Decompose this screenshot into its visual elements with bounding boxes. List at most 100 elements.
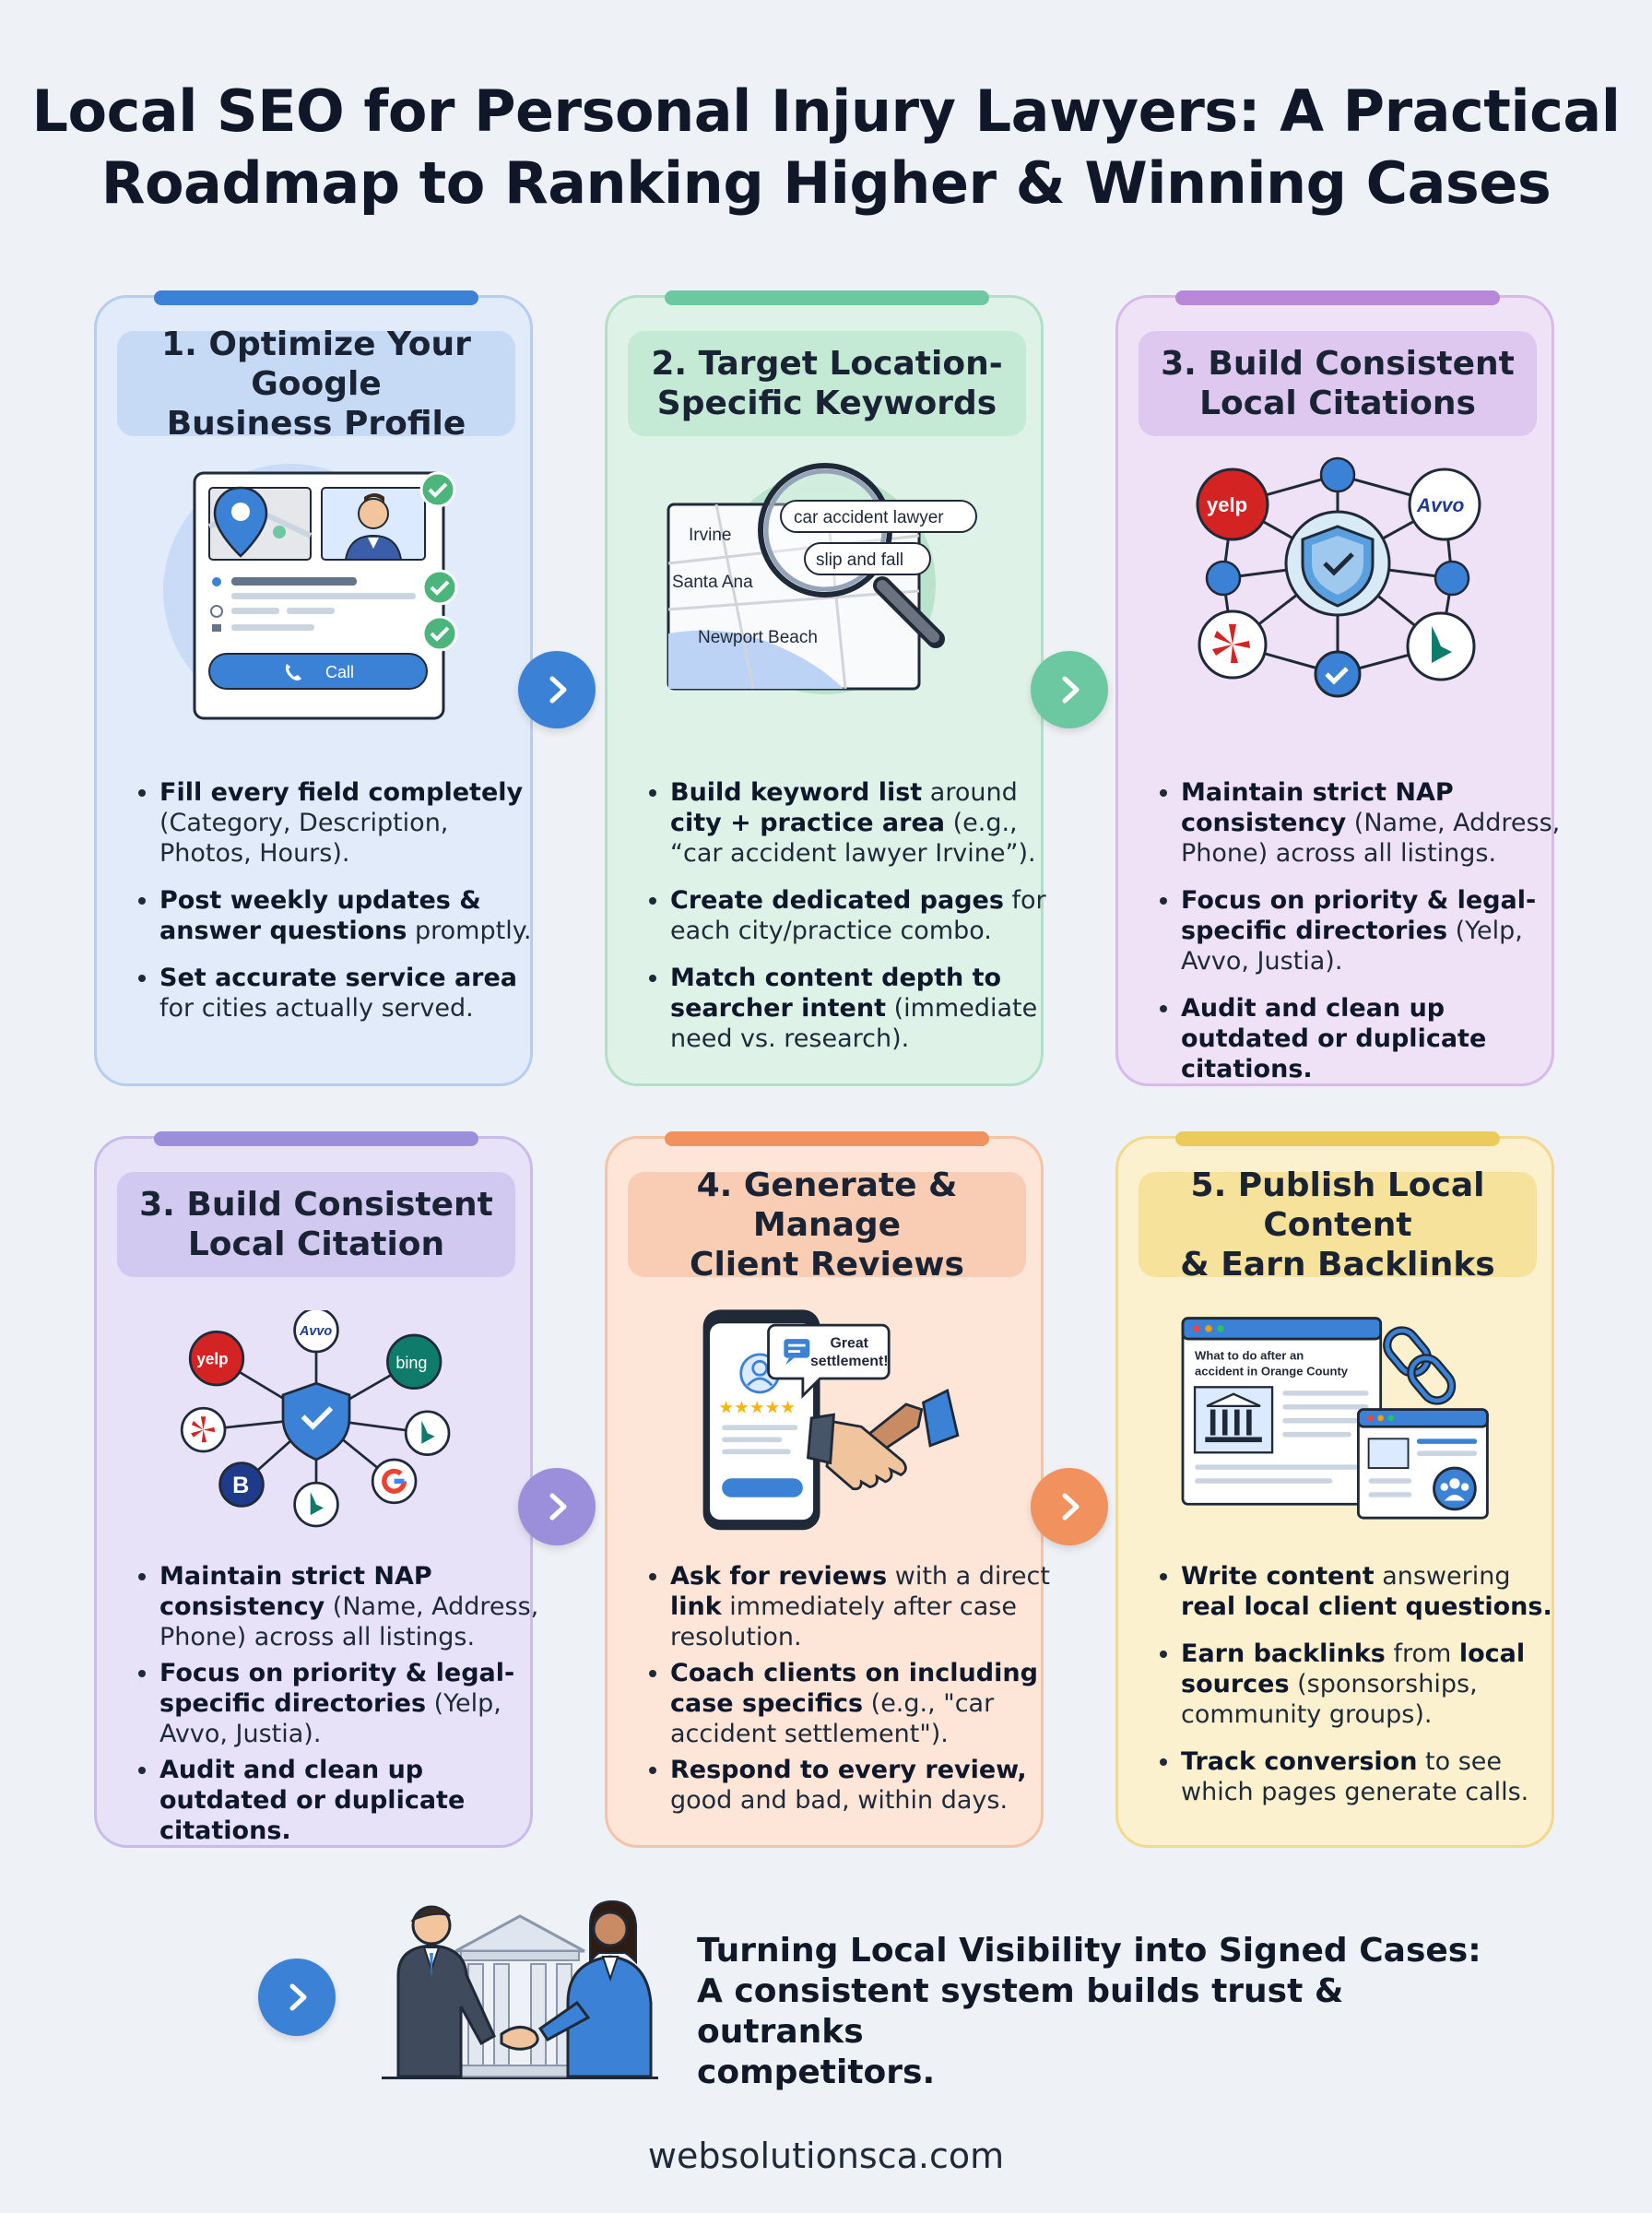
chevron-right-icon bbox=[549, 1493, 567, 1521]
bing-logo-icon bbox=[293, 1481, 339, 1528]
keyword-map-illustration: Irvine Santa Ana Newport Beach car accid… bbox=[667, 463, 977, 694]
article-title: What to do after an bbox=[1195, 1348, 1304, 1362]
svg-text:B: B bbox=[232, 1473, 249, 1498]
google-profile-illustration: Call bbox=[163, 464, 458, 720]
list-item: Audit and clean up outdated or duplicate… bbox=[159, 1755, 547, 1846]
local-content-illustration: What to do after an accident in Orange C… bbox=[1181, 1317, 1489, 1520]
chevron-right-icon bbox=[1062, 676, 1080, 704]
bullet-list: Maintain strict NAP consistency (Name, A… bbox=[124, 1561, 547, 1863]
list-item: Maintain strict NAP consistency (Name, A… bbox=[1181, 777, 1568, 869]
next-arrow-button[interactable] bbox=[1031, 1468, 1108, 1545]
list-item: Ask for reviews with a direct link immed… bbox=[670, 1561, 1057, 1652]
map-city-label: Santa Ana bbox=[672, 573, 753, 592]
svg-text:yelp: yelp bbox=[1207, 493, 1247, 516]
next-arrow-button[interactable] bbox=[518, 1468, 596, 1545]
yelp-logo-icon: yelp bbox=[188, 1331, 245, 1387]
citation-network-illustration: yelp Avvo bing B bbox=[180, 1310, 451, 1528]
card-accent-bar bbox=[154, 1131, 478, 1146]
bing-logo-icon bbox=[1406, 611, 1476, 681]
list-item: Respond to every review, good and bad, w… bbox=[670, 1755, 1057, 1816]
lawyer-figure bbox=[396, 1905, 496, 2078]
list-item: Focus on priority & legal-specific direc… bbox=[1181, 885, 1568, 976]
keyword-tag: car accident lawyer bbox=[794, 508, 944, 527]
bullet-list: Maintain strict NAP consistency (Name, A… bbox=[1146, 777, 1568, 1101]
link-icon bbox=[1383, 1326, 1457, 1405]
keyword-tag: slip and fall bbox=[816, 550, 903, 570]
step-card-keywords: 2. Target Location-Specific Keywords Irv… bbox=[605, 290, 1046, 1086]
article-title: accident in Orange County bbox=[1195, 1364, 1349, 1378]
check-circle-icon bbox=[421, 569, 458, 606]
list-item: Build keyword list around city + practic… bbox=[670, 777, 1057, 869]
handshake-icon bbox=[500, 2026, 539, 2051]
citation-network-illustration: yelp Avvo bbox=[1196, 456, 1481, 698]
avatar-icon bbox=[344, 493, 403, 561]
avvo-logo-icon: Avvo bbox=[1408, 467, 1481, 541]
shield-icon bbox=[281, 1381, 351, 1462]
list-item: Earn backlinks from local sources (spons… bbox=[1181, 1639, 1568, 1730]
list-item: Create dedicated pages for each city/pra… bbox=[670, 885, 1057, 946]
bullet-list: Write content answering real local clien… bbox=[1146, 1561, 1568, 1824]
next-arrow-button[interactable] bbox=[258, 1959, 336, 2036]
svg-text:Avvo: Avvo bbox=[1416, 495, 1465, 516]
google-logo-icon bbox=[371, 1458, 418, 1505]
card-heading: 5. Publish Local Content& Earn Backlinks bbox=[1139, 1166, 1537, 1284]
review-bubble-text: Great bbox=[831, 1335, 869, 1351]
client-review-illustration: ★★★★★ Great settlement! bbox=[702, 1309, 960, 1531]
map-city-label: Irvine bbox=[689, 526, 731, 545]
list-item: Match content depth to searcher intent (… bbox=[670, 963, 1057, 1054]
b-logo-icon: B bbox=[218, 1462, 265, 1508]
bullet-list: Build keyword list around city + practic… bbox=[635, 777, 1057, 1071]
card-accent-bar bbox=[1175, 1131, 1500, 1146]
svg-text:bing: bing bbox=[395, 1354, 427, 1372]
handshake-icon bbox=[806, 1389, 960, 1491]
card-accent-bar bbox=[665, 290, 989, 305]
avvo-logo-icon: Avvo bbox=[293, 1310, 339, 1354]
card-accent-bar bbox=[154, 290, 478, 305]
star-rating-icon: ★★★★★ bbox=[718, 1398, 796, 1417]
check-circle-icon bbox=[419, 471, 456, 508]
svg-text:yelp: yelp bbox=[196, 1351, 228, 1368]
check-circle-icon bbox=[421, 615, 458, 652]
list-item: Coach clients on including case specific… bbox=[670, 1658, 1057, 1749]
location-pin-icon bbox=[213, 486, 268, 558]
card-heading: 2. Target Location-Specific Keywords bbox=[628, 331, 1026, 436]
list-item: Track conversion to see which pages gene… bbox=[1181, 1746, 1568, 1807]
bullet-list: Fill every field completely (Category, D… bbox=[124, 777, 547, 1040]
next-arrow-button[interactable] bbox=[1031, 651, 1108, 728]
lock-icon bbox=[212, 624, 221, 632]
card-accent-bar bbox=[1175, 290, 1500, 305]
bing-logo-icon: bing bbox=[386, 1333, 442, 1390]
phone-icon bbox=[285, 664, 301, 680]
page-title: Local SEO for Personal Injury Lawyers: A… bbox=[31, 77, 1621, 217]
chevron-right-icon bbox=[1062, 1493, 1080, 1521]
next-arrow-button[interactable] bbox=[518, 651, 596, 728]
clock-icon bbox=[210, 605, 223, 618]
list-item: Fill every field completely (Category, D… bbox=[159, 777, 547, 869]
yelp-burst-icon bbox=[1198, 609, 1268, 680]
bing-logo-icon bbox=[404, 1410, 451, 1456]
chevron-right-icon bbox=[289, 1983, 307, 2011]
list-item: Focus on priority & legal-specific direc… bbox=[159, 1658, 547, 1749]
step-card-content-backlinks: 5. Publish Local Content& Earn Backlinks… bbox=[1115, 1131, 1554, 1848]
chevron-right-icon bbox=[549, 676, 567, 704]
lawyer-handshake-illustration bbox=[382, 1899, 658, 2079]
map-city-label: Newport Beach bbox=[698, 628, 818, 647]
bullet-list: Ask for reviews with a direct link immed… bbox=[635, 1561, 1057, 1832]
yelp-logo-icon: yelp bbox=[1196, 467, 1269, 541]
list-item: Audit and clean up outdated or duplicate… bbox=[1181, 993, 1568, 1084]
location-icon bbox=[212, 577, 221, 586]
svg-text:Avvo: Avvo bbox=[299, 1324, 332, 1339]
call-button-label: Call bbox=[325, 663, 354, 681]
check-circle-icon bbox=[1314, 650, 1362, 698]
site-url[interactable]: websolutionsca.com bbox=[647, 2136, 1005, 2176]
footer-summary: Turning Local Visibility into Signed Cas… bbox=[697, 1932, 1481, 2091]
shield-icon bbox=[1284, 510, 1391, 617]
card-accent-bar bbox=[665, 1131, 989, 1146]
yelp-burst-icon bbox=[180, 1406, 227, 1453]
